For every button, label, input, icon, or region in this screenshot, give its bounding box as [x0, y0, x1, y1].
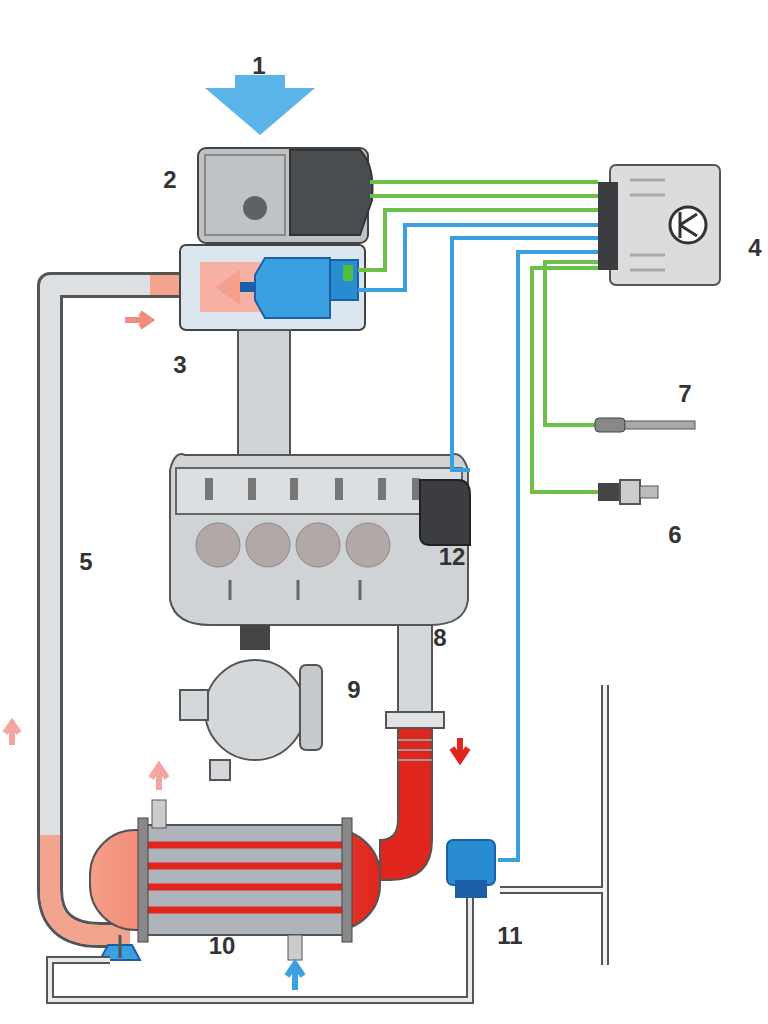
- callout-number: 10: [209, 934, 236, 958]
- callout-number: 11: [497, 924, 522, 948]
- wiring: [358, 182, 598, 860]
- callout-number: 6: [668, 523, 681, 547]
- engine-sensor-module: [420, 480, 470, 545]
- egr-valve: [180, 245, 365, 330]
- callout-number: 8: [433, 626, 446, 650]
- intake-arrow: [205, 88, 315, 135]
- callout-number: 2: [163, 168, 176, 192]
- callout-number: 3: [173, 353, 186, 377]
- callout-number: 9: [347, 678, 360, 702]
- callout-number: 12: [439, 545, 466, 569]
- callout-number: 5: [79, 550, 92, 574]
- callout-number: 1: [252, 54, 265, 78]
- control-unit: [610, 165, 720, 285]
- exhaust-pipe: [398, 625, 432, 715]
- solenoid-valve: [447, 840, 495, 885]
- callout-number: 4: [748, 236, 761, 260]
- callout-number: 7: [678, 382, 691, 406]
- vacuum-pump: [205, 660, 305, 760]
